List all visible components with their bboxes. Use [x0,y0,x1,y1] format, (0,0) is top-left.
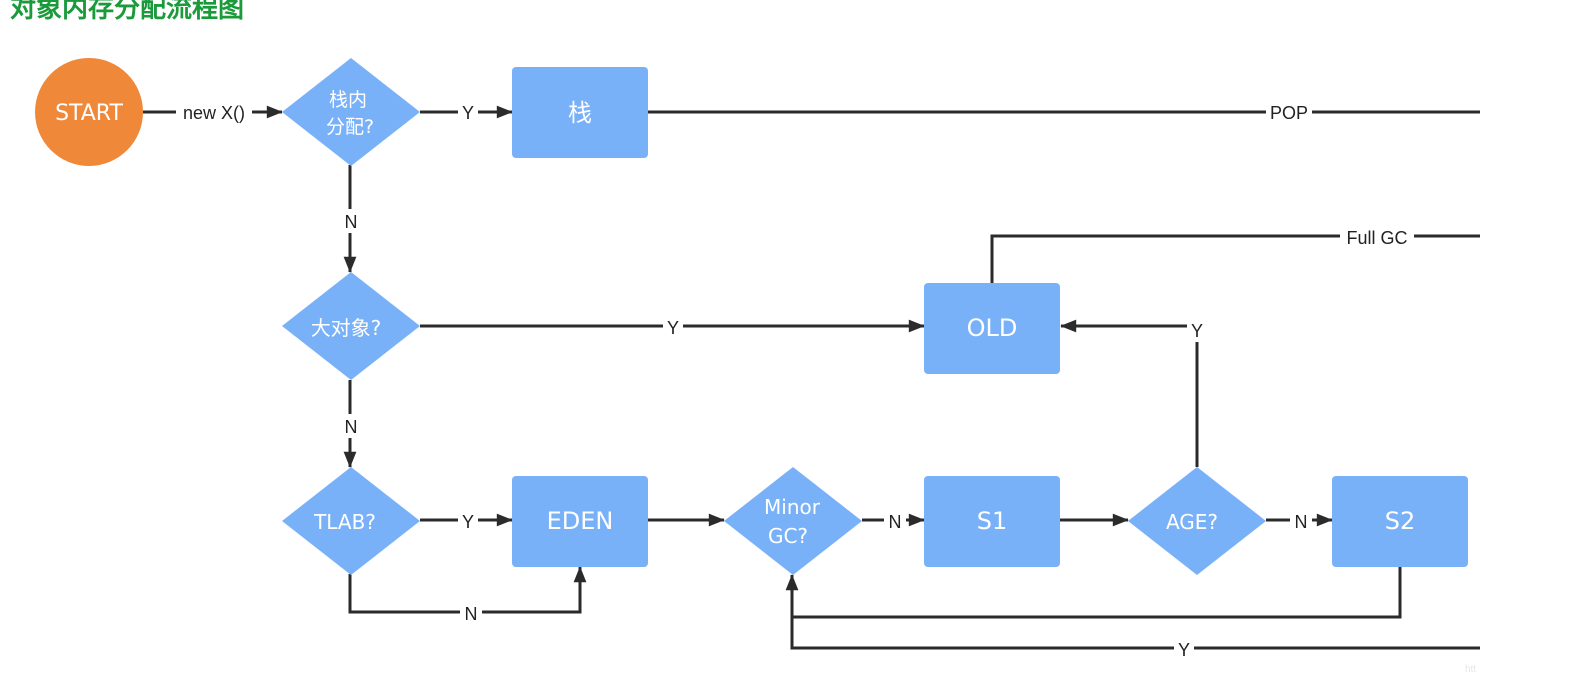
edge-label-age-no: N [1295,512,1308,532]
node-stack-check-line-2: 分配? [326,116,374,138]
node-eden[interactable]: EDEN [512,476,648,567]
node-tlab-label: TLAB? [313,510,376,534]
node-start[interactable]: START [35,58,143,166]
edge-label-stack-yes: Y [462,103,474,123]
edge-label-tlab-yes: Y [462,512,474,532]
node-tlab[interactable]: TLAB? [282,467,420,575]
node-s2[interactable]: S2 [1332,476,1468,567]
edge-label-age-yes: Y [1191,321,1203,341]
svg-text:分配?: 分配? [326,116,374,138]
edge-label-loop-yes: Y [1178,640,1190,660]
svg-text:GC?: GC? [768,524,808,548]
node-age[interactable]: AGE? [1128,467,1266,575]
edge-label-pop: POP [1270,103,1308,123]
edge-full-gc [990,234,1480,283]
node-old-label: OLD [967,314,1018,342]
edge-labels: new X() Y POP N Y Full GC N Y N N N Y Y [176,101,1414,661]
svg-text:Minor: Minor [764,495,821,519]
node-old[interactable]: OLD [924,283,1060,374]
edge-s2-loop [792,567,1402,619]
node-eden-label: EDEN [547,507,614,535]
node-big-object-label: 大对象? [311,316,382,340]
node-age-label: AGE? [1166,510,1218,534]
node-minor-gc-line-2: GC? [768,524,808,548]
node-start-label: START [55,101,123,126]
node-minor-gc[interactable]: Minor GC? [724,467,862,575]
node-s2-label: S2 [1385,507,1416,535]
node-stack-check[interactable]: 栈内 分配? [282,58,420,166]
watermark: htt [1465,664,1477,675]
edge-label-new: new X() [183,103,245,123]
node-stack[interactable]: 栈 [512,67,648,158]
edge-label-stack-no: N [345,212,358,232]
edge-label-big-yes: Y [667,318,679,338]
edge-label-minor-no: N [889,512,902,532]
node-minor-gc-line-1: Minor [764,495,821,519]
node-s1-label: S1 [977,507,1008,535]
edge-label-tlab-no: N [465,604,478,624]
edge-label-full-gc: Full GC [1346,228,1407,248]
svg-text:栈内: 栈内 [329,89,367,111]
node-s1[interactable]: S1 [924,476,1060,567]
node-stack-check-line-1: 栈内 [329,89,367,111]
edge-loop-yes [785,574,1480,650]
node-stack-label: 栈 [568,99,592,127]
edge-age-yes [1060,319,1199,467]
node-big-object[interactable]: 大对象? [282,272,420,380]
page-title: 对象内存分配流程图 [10,0,245,24]
edge-label-big-no: N [345,417,358,437]
